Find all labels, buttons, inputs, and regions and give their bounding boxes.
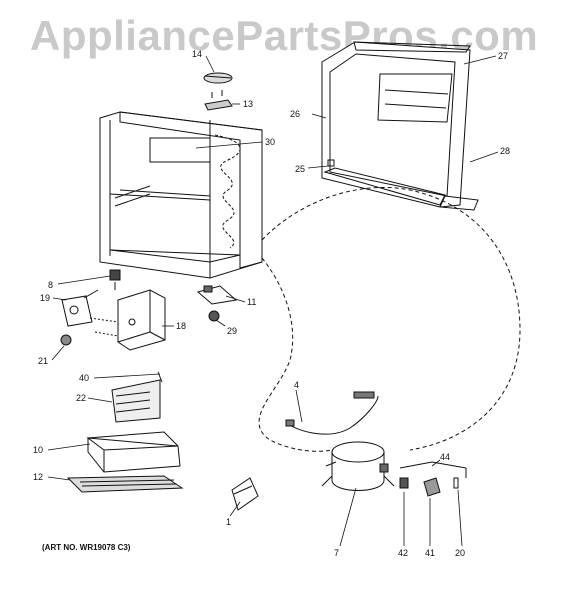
- door-assembly: [321, 41, 479, 211]
- art-number: (ART NO. WR19078 C3): [42, 543, 131, 552]
- callout-25: 25: [295, 164, 305, 174]
- capacitor: [60, 334, 72, 346]
- manual: [231, 477, 259, 511]
- callout-10: 10: [33, 445, 43, 455]
- callout-26: 26: [290, 109, 300, 119]
- relay-bracket: [61, 289, 99, 327]
- grille: [66, 475, 184, 493]
- callout-44: 44: [440, 452, 450, 462]
- callout-1: 1: [226, 517, 231, 527]
- thermostat-bracket: [204, 90, 233, 111]
- callout-41: 41: [425, 548, 435, 558]
- callout-13: 13: [243, 99, 253, 109]
- relay: [399, 477, 409, 489]
- callout-29: 29: [227, 326, 237, 336]
- clip: [453, 477, 459, 489]
- callout-22: 22: [76, 393, 86, 403]
- callout-30: 30: [265, 137, 275, 147]
- leveling-leg: [109, 269, 121, 290]
- overload: [423, 477, 441, 497]
- callout-19: 19: [40, 293, 50, 303]
- control-box: [89, 289, 166, 351]
- roller: [208, 310, 220, 322]
- refrigerant-loop: [258, 187, 521, 452]
- hinge: [196, 285, 238, 305]
- callout-20: 20: [455, 548, 465, 558]
- callout-21: 21: [38, 356, 48, 366]
- callout-7: 7: [334, 548, 339, 558]
- power-cord: [285, 391, 379, 435]
- drip-tray: [86, 431, 181, 473]
- callout-18: 18: [176, 321, 186, 331]
- callout-4: 4: [294, 380, 299, 390]
- callout-27: 27: [498, 51, 508, 61]
- callout-40: 40: [79, 373, 89, 383]
- callout-14: 14: [192, 49, 202, 59]
- cabinet: [99, 111, 263, 279]
- callout-28: 28: [500, 146, 510, 156]
- overload-bracket: [399, 461, 467, 478]
- compressor: [321, 441, 395, 491]
- callout-12: 12: [33, 472, 43, 482]
- callout-11: 11: [247, 297, 256, 307]
- callout-42: 42: [398, 548, 408, 558]
- callout-8: 8: [48, 280, 53, 290]
- thermostat-knob: [203, 72, 233, 84]
- drain-cover: [111, 371, 163, 423]
